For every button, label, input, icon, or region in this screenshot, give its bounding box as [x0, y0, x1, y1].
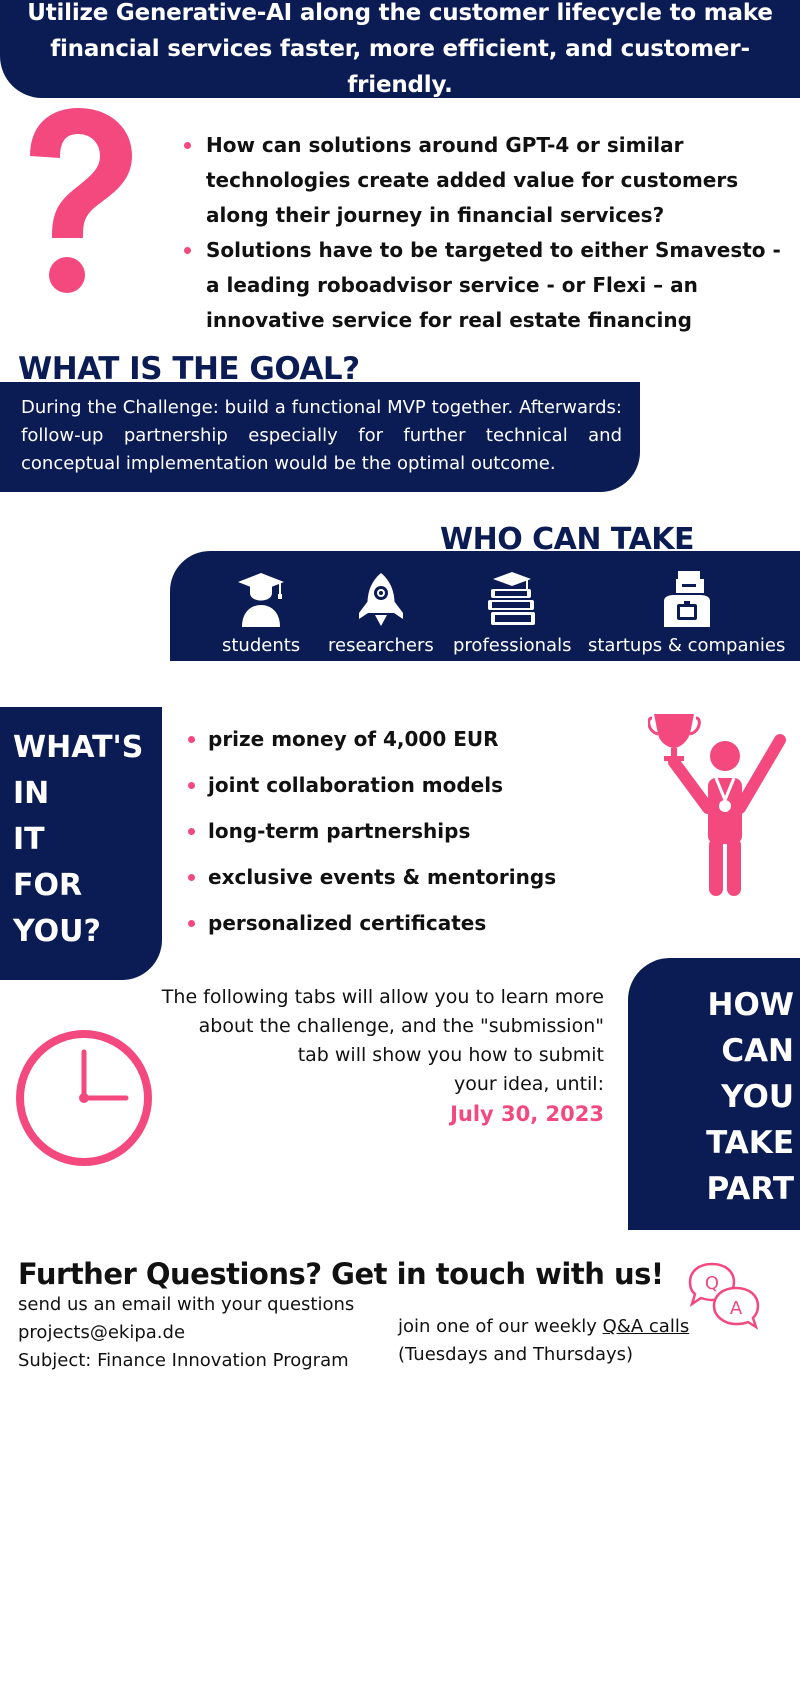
qa-calls-line: join one of our weekly Q&A calls	[398, 1313, 689, 1341]
heading-line: YOU?	[13, 914, 101, 949]
email-intro: send us an email with your questions	[18, 1294, 355, 1315]
how-line: about the challenge, and the "submission…	[198, 1015, 604, 1037]
qa-a-letter: A	[730, 1298, 743, 1319]
goal-text: During the Challenge: build a functional…	[21, 397, 622, 474]
rocket-icon	[358, 573, 403, 626]
banner-title: Utilize Generative-AI along the customer…	[5, 0, 795, 103]
qa-calls-days: (Tuesdays and Thursdays)	[398, 1344, 634, 1365]
heading-line: YOU	[721, 1079, 794, 1115]
who-label: students	[222, 635, 301, 656]
email-address-link[interactable]: projects@ekipa.de	[18, 1322, 186, 1343]
who-item-researchers: researchers	[328, 571, 434, 656]
question-item: Solutions have to be targeted to either …	[182, 233, 782, 338]
email-contact: send us an email with your questions pro…	[18, 1291, 354, 1375]
heading-line: WHAT'S	[13, 730, 144, 765]
how-to-take-part-heading: HOW CAN YOU TAKE PART	[628, 958, 800, 1230]
contact-heading: Further Questions? Get in touch with us!	[18, 1257, 664, 1291]
who-label: startups & companies	[588, 635, 786, 656]
trophy-winner-icon	[648, 714, 786, 896]
how-line: tab will show you how to submit	[297, 1044, 604, 1066]
benefits-list: prize money of 4,000 EUR joint collabora…	[186, 716, 606, 946]
goal-box: During the Challenge: build a functional…	[0, 382, 640, 492]
heading-line: IN	[13, 776, 50, 811]
qa-chat-icon: Q A	[688, 1262, 760, 1330]
email-subject: Subject: Finance Innovation Program	[18, 1350, 349, 1371]
heading-line: IT	[13, 822, 45, 857]
businessman-icon	[663, 571, 710, 627]
books-icon	[488, 572, 536, 625]
qa-calls-contact: join one of our weekly Q&A calls (Tuesda…	[398, 1313, 689, 1369]
who-item-students: students	[222, 571, 300, 656]
benefit-item: personalized certificates	[186, 900, 606, 946]
qa-q-letter: Q	[705, 1273, 719, 1294]
who-label: professionals	[453, 635, 572, 656]
how-line: your idea, until:	[453, 1073, 604, 1095]
who-item-professionals: professionals	[453, 571, 571, 656]
benefit-item: joint collaboration models	[186, 762, 606, 808]
benefit-item: prize money of 4,000 EUR	[186, 716, 606, 762]
whats-in-it-heading: WHAT'S IN IT FOR YOU?	[0, 707, 162, 980]
banner-line-1: Utilize Generative-AI along the customer…	[27, 0, 773, 26]
goal-heading: WHAT IS THE GOAL?	[18, 351, 360, 387]
heading-line: FOR	[13, 868, 83, 903]
benefit-item: long-term partnerships	[186, 808, 606, 854]
clock-icon	[16, 1030, 152, 1166]
who-box: students researchers professionals	[170, 551, 800, 661]
heading-line: TAKE	[706, 1125, 794, 1161]
qa-calls-prefix: join one of our weekly	[398, 1316, 603, 1337]
heading-line: HOW	[707, 987, 795, 1023]
how-line: The following tabs will allow you to lea…	[161, 986, 604, 1008]
heading-line: PART	[706, 1171, 795, 1207]
challenge-questions: How can solutions around GPT-4 or simila…	[182, 128, 782, 338]
benefit-item: exclusive events & mentorings	[186, 854, 606, 900]
qa-calls-link[interactable]: Q&A calls	[602, 1316, 690, 1337]
deadline-date: July 30, 2023	[450, 1102, 604, 1126]
header-banner: Utilize Generative-AI along the customer…	[0, 0, 800, 98]
who-label: researchers	[328, 635, 434, 656]
graduate-icon	[238, 573, 285, 627]
question-mark-icon	[30, 108, 132, 293]
banner-line-2: financial services faster, more efficien…	[50, 36, 750, 98]
how-description: The following tabs will allow you to lea…	[150, 983, 604, 1099]
heading-line: CAN	[721, 1033, 794, 1069]
question-item: How can solutions around GPT-4 or simila…	[182, 128, 782, 233]
who-item-startups: startups & companies	[588, 571, 785, 656]
